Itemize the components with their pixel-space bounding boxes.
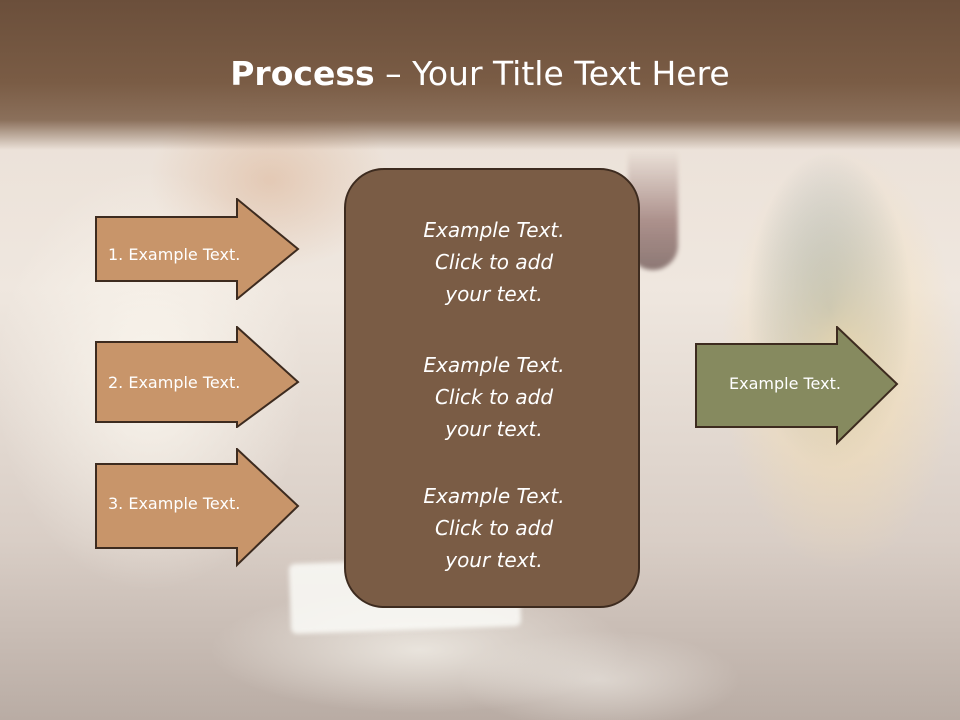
title-bold: Process (230, 54, 375, 93)
step-2-label: 2. Example Text. (108, 373, 241, 392)
step-1-arrow[interactable]: 1. Example Text. (95, 198, 300, 300)
center-text-box[interactable]: Example Text. Click to add your text. Ex… (344, 168, 640, 608)
text-block-2-line-2: Click to add (434, 385, 554, 409)
text-block-2-line-1: Example Text. (423, 353, 565, 377)
arrow-shape (95, 448, 300, 568)
text-block-1-line-1: Example Text. (423, 218, 565, 242)
text-block-1-line-2: Click to add (434, 250, 554, 274)
text-block-3-line-2: Click to add (434, 516, 554, 540)
text-block-1-line-3: your text. (445, 282, 543, 306)
result-label: Example Text. (729, 374, 841, 393)
step-1-label: 1. Example Text. (108, 245, 241, 264)
title-rest: – Your Title Text Here (374, 54, 730, 93)
text-block-2-line-3: your text. (445, 417, 543, 441)
slide-title[interactable]: Process – Your Title Text Here (0, 52, 960, 96)
arrow-shape (95, 326, 300, 428)
arrow-shape (95, 198, 300, 300)
result-arrow[interactable]: Example Text. (695, 326, 900, 446)
text-block-3: Example Text. Click to add your text. (346, 480, 642, 576)
step-3-arrow[interactable]: 3. Example Text. (95, 448, 300, 570)
text-block-3-line-1: Example Text. (423, 484, 565, 508)
title-bar (0, 0, 960, 150)
text-block-1: Example Text. Click to add your text. (346, 214, 642, 310)
text-block-3-line-3: your text. (445, 548, 543, 572)
step-3-label: 3. Example Text. (108, 494, 241, 513)
arrow-shape (695, 326, 899, 446)
text-block-2: Example Text. Click to add your text. (346, 349, 642, 445)
step-2-arrow[interactable]: 2. Example Text. (95, 326, 300, 428)
